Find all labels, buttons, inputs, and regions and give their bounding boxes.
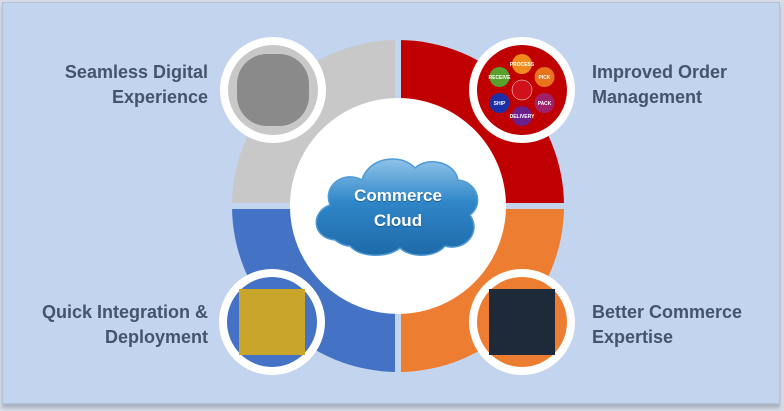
label-line1: Better Commerce xyxy=(592,302,743,322)
label-line2: Expertise xyxy=(592,327,674,347)
label-line2: Experience xyxy=(111,87,208,107)
label-line2: Deployment xyxy=(104,327,208,347)
label-line1: Seamless Digital xyxy=(64,62,208,82)
center-label-line2: Cloud xyxy=(373,211,423,230)
label-quick-integration-deployment: Quick Integration & Deployment xyxy=(42,300,208,350)
business-expertise-chart-icon xyxy=(469,269,575,375)
order-step-label: RECEIVE xyxy=(489,75,512,81)
label-line2: Management xyxy=(592,87,703,107)
order-step-label: PROCESS xyxy=(510,62,535,68)
continuous-deployment-gears-icon xyxy=(219,269,325,375)
label-line1: Improved Order xyxy=(592,62,728,82)
order-step-process xyxy=(512,54,532,74)
order-step-pack xyxy=(534,93,555,113)
order-step-label: SHIP xyxy=(494,101,506,107)
center-label-line1: Commerce xyxy=(354,186,442,205)
order-step-label: DELIVERY xyxy=(510,114,535,120)
digital-network-icon xyxy=(220,37,326,143)
label-better-commerce-expertise: Better Commerce Expertise xyxy=(592,300,742,350)
order-step-ship xyxy=(489,93,510,113)
cloud-icon xyxy=(315,158,479,256)
label-line1: Quick Integration & xyxy=(41,302,208,322)
order-step-label: PICK xyxy=(539,75,551,81)
order-step-delivery xyxy=(512,106,532,126)
center-label: Commerce Cloud xyxy=(318,183,478,233)
label-improved-order-management: Improved Order Management xyxy=(592,60,727,110)
order-management-icon: RECEIVE PROCESS PICK PACK DELIVERY SHIP xyxy=(469,37,575,143)
order-step-pick xyxy=(534,67,555,87)
order-step-receive xyxy=(489,67,510,87)
order-step-label: PACK xyxy=(538,101,552,107)
label-seamless-digital-experience: Seamless Digital Experience xyxy=(65,60,208,110)
